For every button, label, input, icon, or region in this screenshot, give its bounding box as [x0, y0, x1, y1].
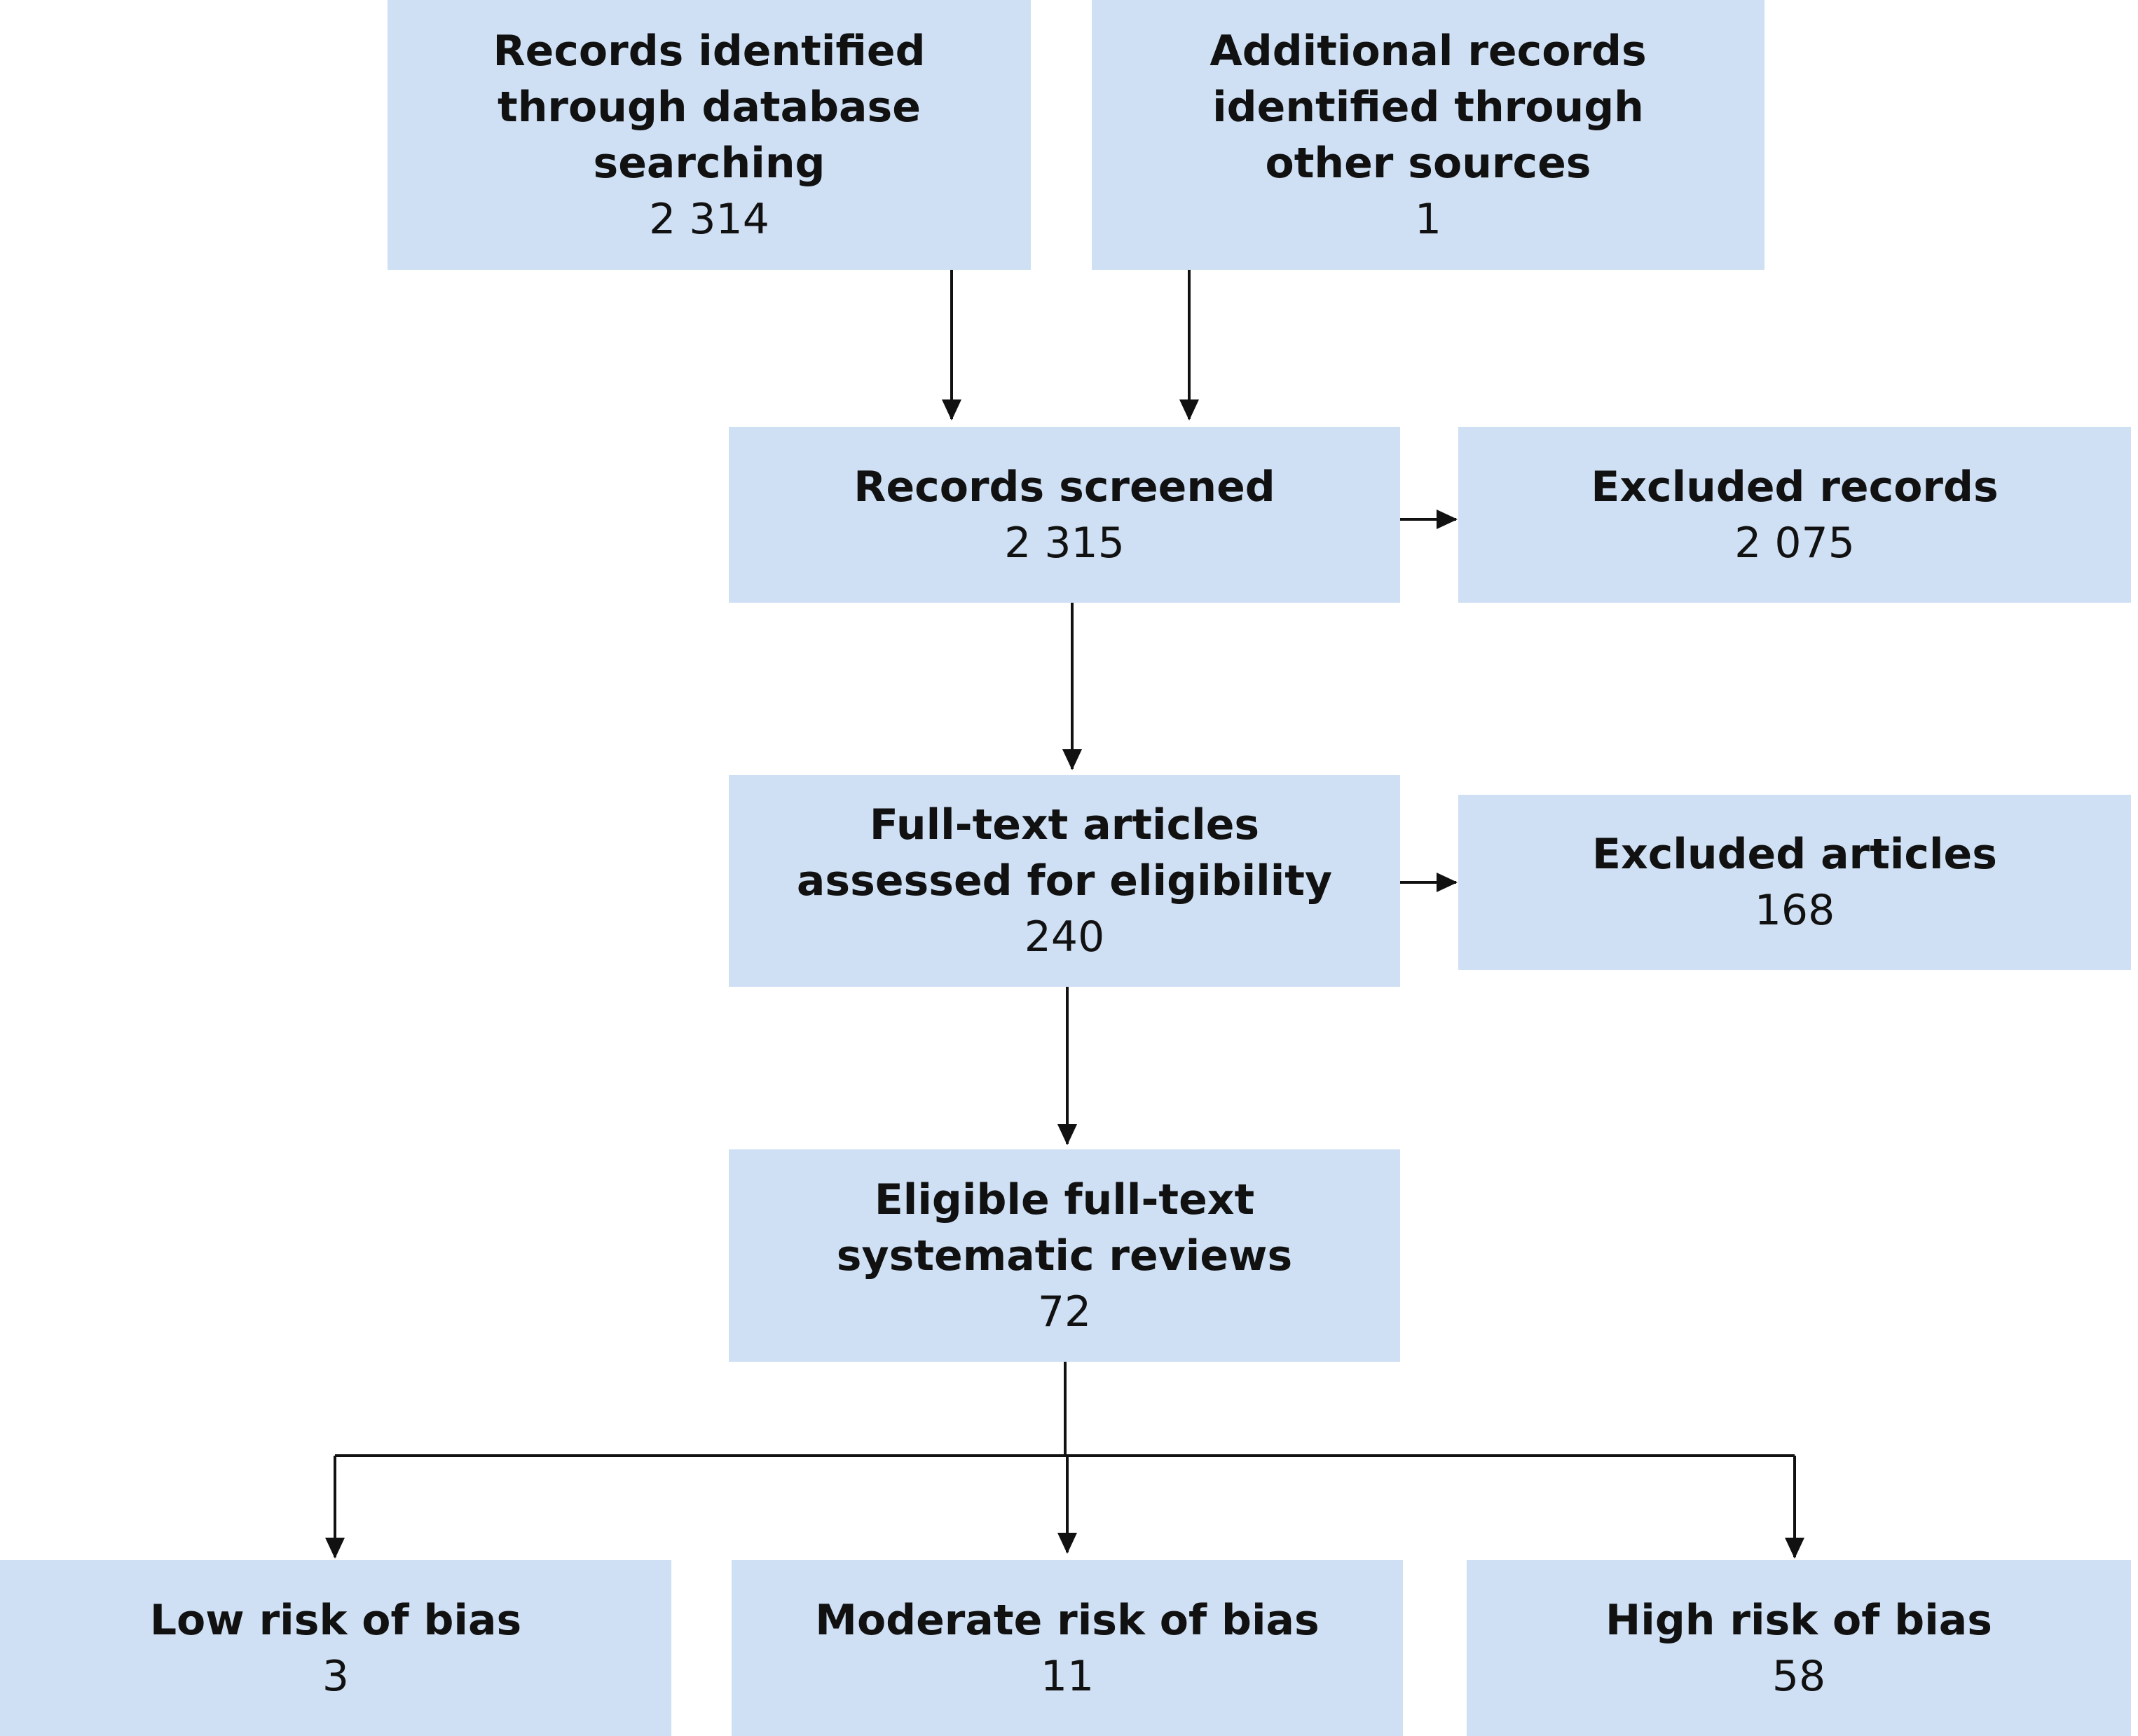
- arrowhead-excluded-records: [1437, 510, 1458, 529]
- box-full-text-assessed-label: Full-text articles assessed for eligibil…: [796, 800, 1333, 905]
- box-low-risk-label: Low risk of bias: [149, 1595, 522, 1645]
- box-moderate-risk-label: Moderate risk of bias: [815, 1595, 1320, 1645]
- arrowhead-high: [1785, 1538, 1804, 1559]
- box-full-text-assessed: Full-text articles assessed for eligibil…: [729, 775, 1400, 987]
- box-moderate-risk: Moderate risk of bias 11: [732, 1560, 1403, 1736]
- arrowhead-low: [325, 1538, 345, 1559]
- box-eligible-reviews-count: 72: [1037, 1287, 1092, 1337]
- box-database-records-count: 2 314: [649, 194, 769, 244]
- box-records-screened: Records screened 2 315: [729, 427, 1400, 603]
- arrowhead-eligible: [1057, 1124, 1077, 1145]
- box-full-text-assessed-count: 240: [1024, 913, 1105, 962]
- box-excluded-records-label: Excluded records: [1591, 462, 1999, 512]
- box-excluded-records: Excluded records 2 075: [1458, 427, 2131, 603]
- box-excluded-articles-label: Excluded articles: [1592, 830, 1997, 879]
- box-excluded-articles: Excluded articles 168: [1458, 795, 2131, 970]
- box-high-risk-count: 58: [1772, 1651, 1826, 1701]
- arrowhead-database: [942, 399, 961, 421]
- box-excluded-records-count: 2 075: [1734, 518, 1855, 568]
- box-eligible-reviews-label: Eligible full-text systematic reviews: [836, 1175, 1293, 1280]
- box-high-risk-label: High risk of bias: [1605, 1595, 1992, 1645]
- arrowhead-moderate: [1057, 1533, 1077, 1554]
- box-database-records-label: Records identified through database sear…: [493, 26, 926, 188]
- box-moderate-risk-count: 11: [1040, 1651, 1095, 1701]
- box-low-risk-count: 3: [322, 1651, 350, 1701]
- arrowhead-excluded-articles: [1437, 873, 1458, 892]
- box-other-sources: Additional records identified through ot…: [1092, 0, 1764, 270]
- box-other-sources-label: Additional records identified through ot…: [1210, 26, 1647, 188]
- box-low-risk: Low risk of bias 3: [0, 1560, 671, 1736]
- arrowhead-other: [1179, 399, 1199, 421]
- box-records-screened-label: Records screened: [854, 462, 1275, 512]
- box-other-sources-count: 1: [1414, 194, 1442, 244]
- box-excluded-articles-count: 168: [1754, 886, 1835, 935]
- box-database-records: Records identified through database sear…: [388, 0, 1031, 270]
- box-eligible-reviews: Eligible full-text systematic reviews 72: [729, 1149, 1400, 1362]
- box-high-risk: High risk of bias 58: [1467, 1560, 2131, 1736]
- arrowhead-fulltext: [1062, 749, 1082, 770]
- box-records-screened-count: 2 315: [1004, 518, 1125, 568]
